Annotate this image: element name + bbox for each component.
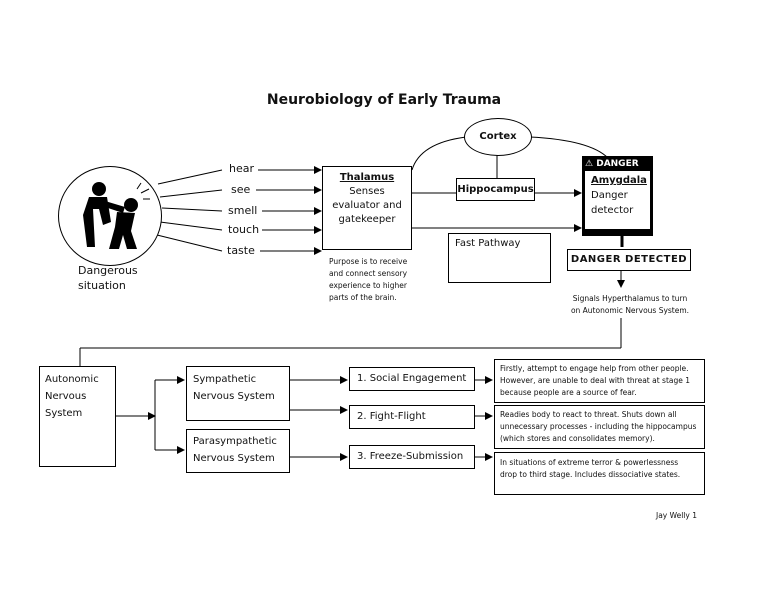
stage-fight-flight: 2. Fight-Flight: [349, 405, 475, 429]
situation-label-line1: Dangerous: [78, 264, 138, 277]
description-line: Readies body to react to threat. Shuts d…: [500, 410, 677, 419]
danger-situation-circle: [58, 166, 162, 266]
description-line: In situations of extreme terror & powerl…: [500, 458, 679, 467]
stage-freeze-submission: 3. Freeze-Submission: [349, 445, 475, 469]
page-title: Neurobiology of Early Trauma: [266, 92, 502, 108]
description-line: drop to third stage. Includes dissociati…: [500, 470, 681, 479]
situation-label-line2: situation: [78, 279, 126, 292]
fast-pathway-box: Fast Pathway: [448, 233, 551, 283]
sense-smell: smell: [228, 204, 258, 217]
fast-pathway-label: Fast Pathway: [455, 238, 521, 249]
signals-line: Signals Hyperthalamus to turn: [572, 294, 688, 303]
cortex-label: Cortex: [479, 131, 517, 142]
ans-line2: Nervous: [45, 391, 87, 402]
purpose-line: Purpose is to receive: [329, 257, 408, 266]
description-line: unnecessary processes - including the hi…: [500, 422, 697, 431]
description-social-engagement: Firstly, attempt to engage help from oth…: [494, 359, 705, 403]
danger-detected-label: DANGER DETECTED: [570, 254, 688, 265]
thalamus-heading: Thalamus: [339, 172, 395, 183]
description-freeze-submission: In situations of extreme terror & powerl…: [494, 452, 705, 495]
ans-line3: System: [45, 408, 83, 419]
signals-text: Signals Hyperthalamus to turn on Autonom…: [560, 293, 700, 317]
description-line: However, are unable to deal with threat …: [500, 376, 691, 385]
sympathetic-box: Sympathetic Nervous System: [186, 366, 290, 421]
description-line: because people are a source of fear.: [500, 388, 637, 397]
sympathetic-line1: Sympathetic: [193, 374, 257, 385]
thalamus-line2: evaluator and: [332, 200, 402, 211]
danger-sign-label: DANGER: [596, 159, 639, 169]
hippocampus-box: Hippocampus: [456, 178, 535, 201]
description-line: Firstly, attempt to engage help from oth…: [500, 364, 689, 373]
amygdala-line2: detector: [591, 205, 634, 216]
signals-line: on Autonomic Nervous System.: [570, 306, 690, 315]
description-fight-flight: Readies body to react to threat. Shuts d…: [494, 405, 705, 449]
ans-line1: Autonomic: [45, 374, 99, 385]
sense-touch: touch: [228, 223, 260, 236]
sense-see: see: [231, 183, 251, 196]
thalamus-line3: gatekeeper: [338, 214, 396, 225]
footer-credit: Jay Welly 1: [656, 511, 697, 520]
amygdala-panel: Amygdala Danger detector: [585, 171, 650, 229]
thalamus-purpose: Purpose is to receive and connect sensor…: [329, 256, 407, 304]
amygdala-sign: ⚠ DANGER Amygdala Danger detector: [582, 156, 653, 236]
sympathetic-line2: Nervous System: [193, 391, 275, 402]
description-line: (which stores and consolidates memory).: [500, 434, 655, 443]
hippocampus-label: Hippocampus: [457, 184, 534, 195]
struggle-figures-icon: [83, 182, 150, 249]
ans-box: Autonomic Nervous System: [39, 366, 116, 467]
parasympathetic-line2: Nervous System: [193, 453, 275, 464]
stage-social-engagement: 1. Social Engagement: [349, 367, 475, 391]
amygdala-line1: Danger: [591, 190, 628, 201]
stage-label: 2. Fight-Flight: [357, 411, 426, 422]
cortex-ellipse: Cortex: [464, 118, 532, 156]
parasympathetic-box: Parasympathetic Nervous System: [186, 429, 290, 473]
purpose-line: experience to higher: [329, 281, 407, 290]
danger-detected-box: DANGER DETECTED: [567, 249, 691, 271]
purpose-line: parts of the brain.: [329, 293, 397, 302]
purpose-line: and connect sensory: [329, 269, 408, 278]
danger-sign-header: ⚠ DANGER: [585, 157, 650, 171]
sense-taste: taste: [227, 244, 255, 257]
warning-icon: ⚠: [585, 159, 594, 169]
thalamus-line1: Senses: [349, 186, 385, 197]
stage-label: 1. Social Engagement: [357, 373, 467, 384]
sense-hear: hear: [229, 162, 255, 175]
parasympathetic-line1: Parasympathetic: [193, 436, 277, 447]
thalamus-box: Thalamus Senses evaluator and gatekeeper: [322, 166, 412, 250]
amygdala-heading: Amygdala: [591, 175, 647, 186]
stage-label: 3. Freeze-Submission: [357, 451, 464, 462]
